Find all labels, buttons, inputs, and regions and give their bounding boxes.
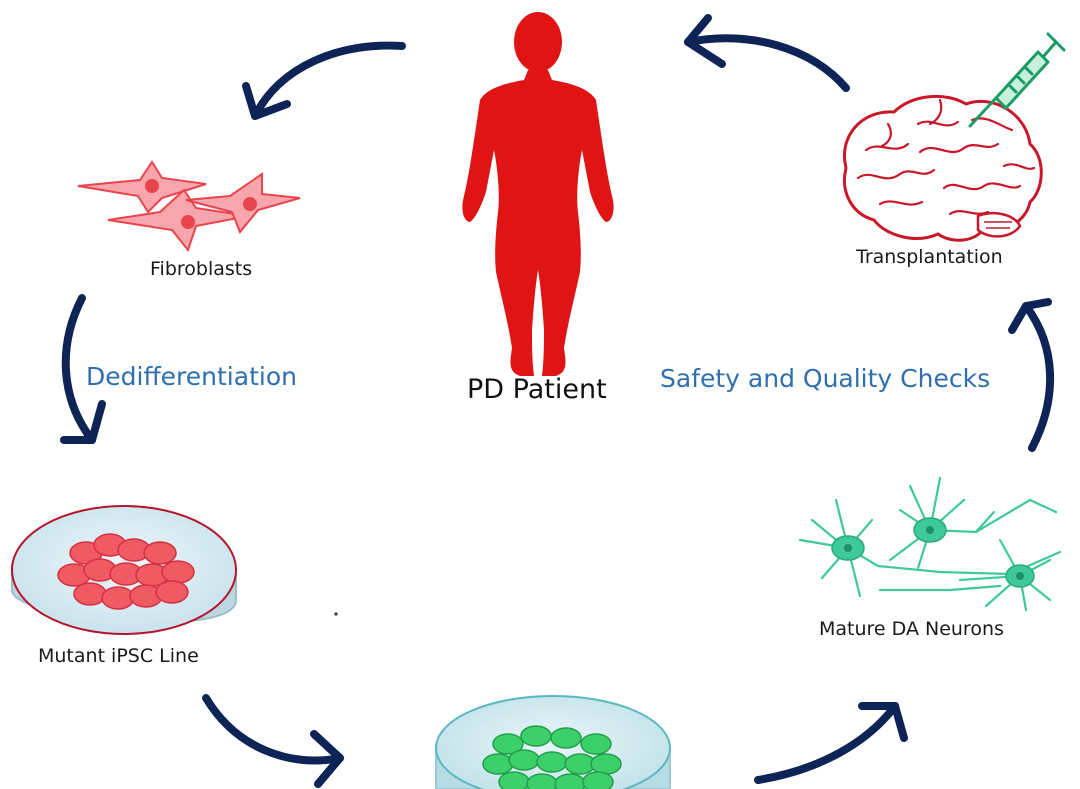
arrow-transplantation-to-patient — [684, 14, 850, 92]
ipsc-label: Mutant iPSC Line — [38, 645, 199, 667]
fibroblast-cells-icon — [77, 160, 301, 253]
arrow-neurons-to-transplantation — [1008, 298, 1055, 452]
arrow-ipsc-to-progenitors — [202, 694, 344, 788]
fibroblasts-label: Fibroblasts — [150, 258, 253, 280]
ipsc-cell-cluster — [57, 533, 195, 610]
cycle-arrows — [60, 14, 1055, 788]
safety-checks-label: Safety and Quality Checks — [660, 364, 991, 393]
brain-icon — [843, 94, 1043, 242]
human-silhouette-icon — [462, 12, 614, 376]
dedifferentiation-label: Dedifferentiation — [86, 362, 297, 391]
transplantation-label: Transplantation — [856, 246, 1003, 268]
arrow-patient-to-fibroblasts — [242, 41, 406, 120]
patient-label: PD Patient — [467, 374, 607, 405]
syringe-icon — [968, 32, 1066, 128]
petri-dish-red-cells-icon — [11, 505, 237, 635]
neurons-label: Mature DA Neurons — [819, 618, 1004, 640]
progenitor-cell-cluster — [482, 725, 622, 789]
petri-dish-green-cells-icon — [435, 695, 671, 789]
arrow-progenitors-to-neurons — [754, 702, 908, 784]
arrow-fibroblasts-to-ipsc — [60, 294, 106, 444]
stray-dot — [334, 612, 338, 616]
